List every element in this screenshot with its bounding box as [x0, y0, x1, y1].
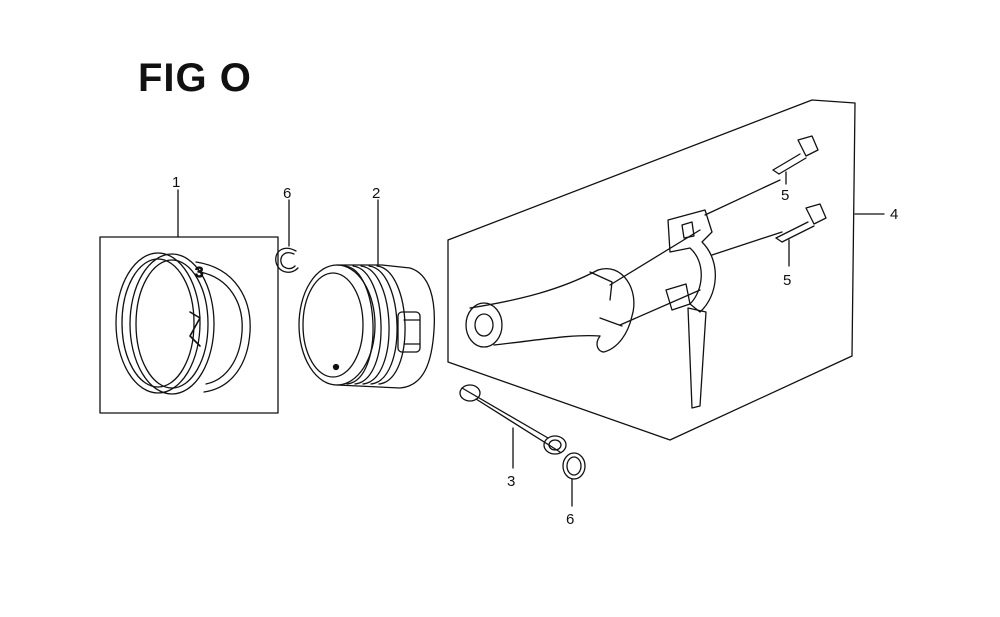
piston-pin-icon: [459, 384, 567, 455]
circlip-icon: [275, 247, 299, 273]
piston-icon: [298, 264, 436, 389]
callout-3: 3: [507, 473, 515, 490]
bolt-icon: [775, 203, 827, 243]
callout-4: 4: [890, 206, 898, 223]
circlip-icon: [562, 452, 586, 480]
callout-2: 2: [372, 185, 380, 202]
callout-6-lower: 6: [566, 511, 574, 528]
connecting-rod-assembly-icon: [447, 99, 856, 441]
callout-1: 1: [172, 174, 180, 191]
callout-5-upper: 5: [781, 187, 789, 204]
figure-title: FIG O: [138, 56, 252, 100]
callout-6-upper: 6: [283, 185, 291, 202]
piston-ring-set-icon: 3: [99, 236, 279, 414]
callout-5-lower: 5: [783, 272, 791, 289]
svg-text:3: 3: [195, 264, 203, 281]
bolt-icon: [772, 135, 819, 175]
